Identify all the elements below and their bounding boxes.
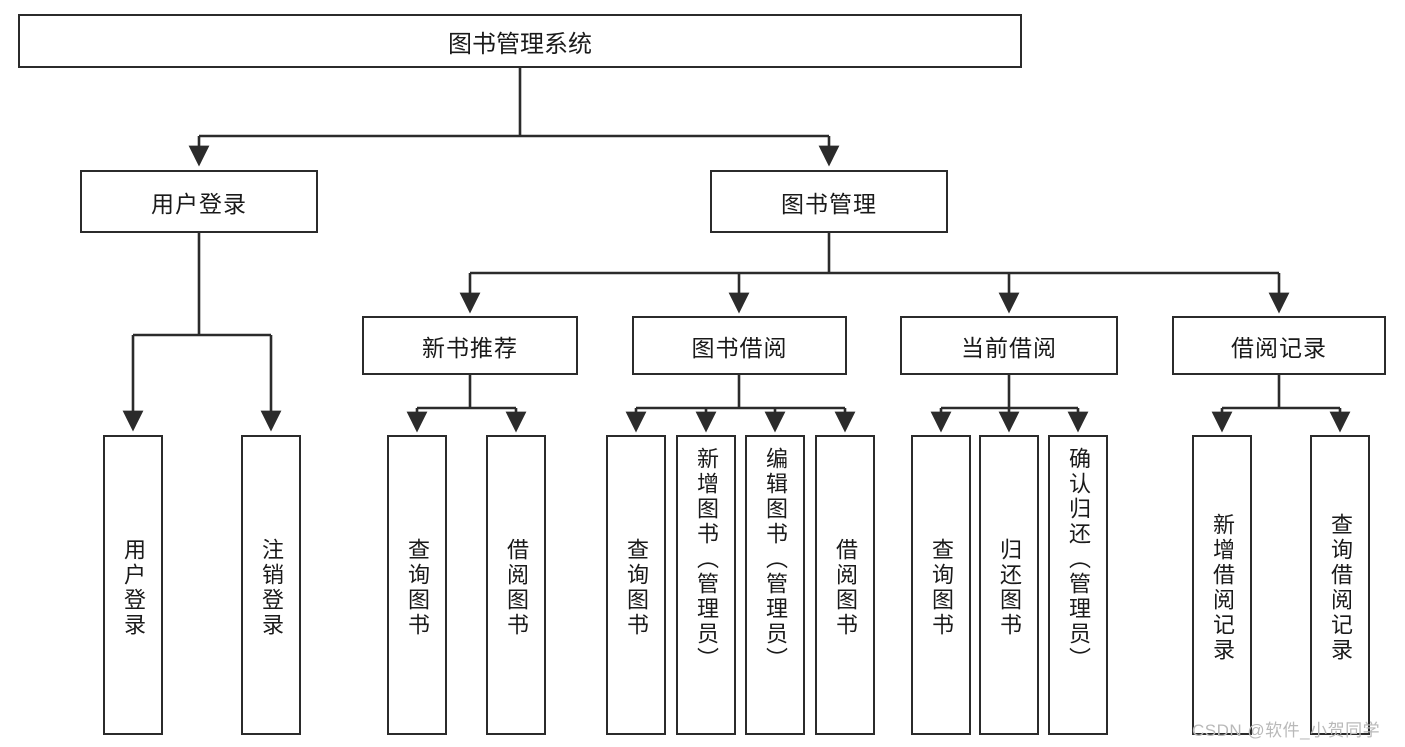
node-book-borrow-label: 图书借阅: [691, 334, 788, 361]
node-leaf-logout-label: 注销登录: [259, 538, 284, 638]
leaf-inner: 归还图书: [981, 443, 1037, 733]
leaf-inner: 新增图书（管理员）: [678, 443, 734, 737]
node-user-login-label: 用户登录: [151, 190, 247, 217]
node-book-manage[interactable]: 图书管理: [710, 170, 948, 233]
leaf-inner: 查询图书: [913, 443, 969, 733]
node-leaf-add-book-admin[interactable]: 新增图书（管理员）: [676, 435, 736, 735]
node-book-manage-label: 图书管理: [781, 190, 877, 217]
node-leaf-confirm-return-admin-label: 确认归还（管理员）: [1066, 447, 1091, 672]
leaf-inner: 注销登录: [243, 443, 299, 733]
node-leaf-query-borrow-record-label: 查询借阅记录: [1328, 513, 1353, 663]
leaf-inner: 借阅图书: [488, 443, 544, 733]
node-leaf-user-login-label: 用户登录: [121, 538, 146, 638]
leaf-inner: 借阅图书: [817, 443, 873, 733]
node-leaf-query-book-1[interactable]: 查询图书: [387, 435, 447, 735]
node-leaf-query-book-1-label: 查询图书: [405, 538, 430, 638]
node-leaf-edit-book-admin[interactable]: 编辑图书（管理员）: [745, 435, 805, 735]
leaf-inner: 查询图书: [608, 443, 664, 733]
node-leaf-edit-book-admin-label: 编辑图书（管理员）: [763, 447, 788, 672]
node-leaf-query-borrow-record[interactable]: 查询借阅记录: [1310, 435, 1370, 735]
node-leaf-borrow-book-1[interactable]: 借阅图书: [486, 435, 546, 735]
node-leaf-return-book-label: 归还图书: [997, 538, 1022, 638]
node-borrow-record-label: 借阅记录: [1231, 334, 1327, 361]
node-leaf-query-book-2[interactable]: 查询图书: [606, 435, 666, 735]
node-user-login[interactable]: 用户登录: [80, 170, 318, 233]
node-leaf-confirm-return-admin[interactable]: 确认归还（管理员）: [1048, 435, 1108, 735]
node-current-borrow[interactable]: 当前借阅: [900, 316, 1118, 375]
watermark: CSDN @软件_小贺同学: [1192, 721, 1381, 740]
node-leaf-user-login[interactable]: 用户登录: [103, 435, 163, 735]
leaf-inner: 确认归还（管理员）: [1050, 443, 1106, 737]
node-root-label: 图书管理系统: [448, 30, 592, 58]
node-new-book-recommend[interactable]: 新书推荐: [362, 316, 578, 375]
node-root[interactable]: 图书管理系统: [18, 14, 1022, 68]
node-leaf-borrow-book-2-label: 借阅图书: [833, 538, 858, 638]
node-book-borrow[interactable]: 图书借阅: [632, 316, 847, 375]
node-leaf-borrow-book-1-label: 借阅图书: [504, 538, 529, 638]
node-leaf-query-book-3[interactable]: 查询图书: [911, 435, 971, 735]
leaf-inner: 新增借阅记录: [1194, 443, 1250, 733]
node-leaf-add-borrow-record-label: 新增借阅记录: [1210, 513, 1235, 663]
leaf-inner: 查询图书: [389, 443, 445, 733]
leaf-inner: 用户登录: [105, 443, 161, 733]
node-current-borrow-label: 当前借阅: [961, 334, 1057, 361]
node-leaf-return-book[interactable]: 归还图书: [979, 435, 1039, 735]
node-leaf-query-book-3-label: 查询图书: [929, 538, 954, 638]
node-new-book-recommend-label: 新书推荐: [422, 334, 518, 361]
node-leaf-query-book-2-label: 查询图书: [624, 538, 649, 638]
node-borrow-record[interactable]: 借阅记录: [1172, 316, 1386, 375]
leaf-inner: 查询借阅记录: [1312, 443, 1368, 733]
node-leaf-logout[interactable]: 注销登录: [241, 435, 301, 735]
leaf-inner: 编辑图书（管理员）: [747, 443, 803, 737]
node-leaf-add-borrow-record[interactable]: 新增借阅记录: [1192, 435, 1252, 735]
node-leaf-borrow-book-2[interactable]: 借阅图书: [815, 435, 875, 735]
node-leaf-add-book-admin-label: 新增图书（管理员）: [694, 447, 719, 672]
